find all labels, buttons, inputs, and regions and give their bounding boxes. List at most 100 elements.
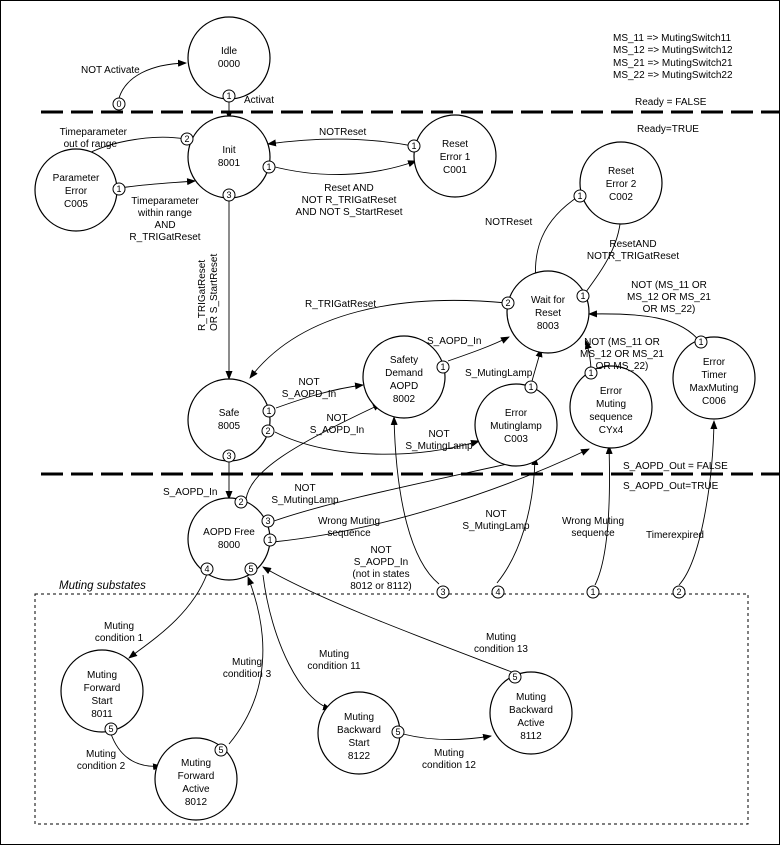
badge-idle-in: 0	[112, 97, 126, 111]
svg-text:3: 3	[226, 190, 231, 200]
svg-text:2: 2	[238, 497, 243, 507]
svg-text:4: 4	[204, 564, 209, 574]
edge-not-mutinglamp-safe	[274, 431, 480, 455]
svg-text:1: 1	[266, 162, 271, 172]
badge-substates-2: 2	[672, 585, 686, 599]
svg-text:1: 1	[267, 535, 272, 545]
svg-text:1: 1	[411, 141, 416, 151]
edge-not-activate	[118, 59, 187, 99]
legend: MS_11 => MutingSwitch11 MS_12 => MutingS…	[613, 33, 735, 81]
badge-timer-1: 1	[694, 335, 708, 349]
priority-badges: 0 1 2 1 3 1 1 1 2 1 1 1 2 3 1 1 1 2 3 1 …	[104, 89, 708, 757]
edge-mc1	[128, 573, 208, 659]
edge-mc12	[402, 733, 492, 741]
svg-text:1: 1	[698, 337, 703, 347]
aopd-out-true-label: S_AOPD_Out=TRUE	[623, 481, 719, 492]
svg-text:1: 1	[266, 406, 271, 416]
edge-sub-1	[594, 445, 613, 586]
svg-text:5: 5	[248, 564, 253, 574]
svg-text:1: 1	[226, 91, 231, 101]
svg-text:5: 5	[512, 672, 517, 682]
aopd-out-false-label: S_AOPD_Out = FALSE	[623, 461, 728, 472]
edge-not-mutinglamp-free	[273, 457, 531, 522]
svg-text:0: 0	[116, 99, 121, 109]
edge-mc3	[228, 576, 264, 745]
svg-text:1: 1	[116, 184, 121, 194]
badge-mfa-5: 5	[214, 743, 228, 757]
edge-not-ms-timer	[588, 310, 702, 344]
edge-timeparam-within	[119, 178, 196, 189]
edge-mc13	[262, 566, 518, 675]
label-s-aopd-in-free: S_AOPD_In	[163, 487, 217, 498]
badge-safe-3: 3	[222, 449, 236, 463]
badge-substates-1: 1	[586, 585, 600, 599]
svg-text:1: 1	[590, 587, 595, 597]
svg-text:1: 1	[580, 291, 585, 301]
badge-safe-2: 2	[261, 424, 275, 438]
badge-mba-5: 5	[508, 670, 522, 684]
svg-text:5: 5	[108, 724, 113, 734]
svg-text:3: 3	[440, 587, 445, 597]
edge-not-aopd-safe	[275, 382, 364, 409]
badge-init-1: 1	[262, 160, 276, 174]
badge-init-3: 3	[222, 188, 236, 202]
badge-mfs-5: 5	[104, 722, 118, 736]
edge-sub-4	[496, 456, 539, 584]
edge-reset-and	[270, 160, 417, 175]
label-notreset-init: NOTReset	[319, 127, 366, 138]
badge-free-4: 4	[200, 562, 214, 576]
edge-s-aopd-in-wait	[447, 336, 510, 362]
svg-text:1: 1	[588, 368, 593, 378]
label-activat: Activat	[244, 95, 274, 106]
svg-text:2: 2	[676, 587, 681, 597]
svg-text:2: 2	[505, 298, 510, 308]
badge-free-2: 2	[234, 495, 248, 509]
label-rtrig-safe: R_TRIGatReset	[305, 299, 376, 310]
label-s-aopd-in-wait: S_AOPD_In	[427, 336, 481, 347]
label-s-mutinglamp-wait: S_MutingLamp	[465, 368, 533, 379]
badge-reset1-1: 1	[407, 139, 421, 153]
badge-mutinglamp-1: 1	[524, 380, 538, 394]
edge-wrong-seq-free	[272, 448, 590, 543]
svg-text:1: 1	[528, 382, 533, 392]
badge-free-1: 1	[263, 533, 277, 547]
edge-not-aopd-free	[245, 403, 382, 500]
label-not-activate: NOT Activate	[81, 65, 140, 76]
